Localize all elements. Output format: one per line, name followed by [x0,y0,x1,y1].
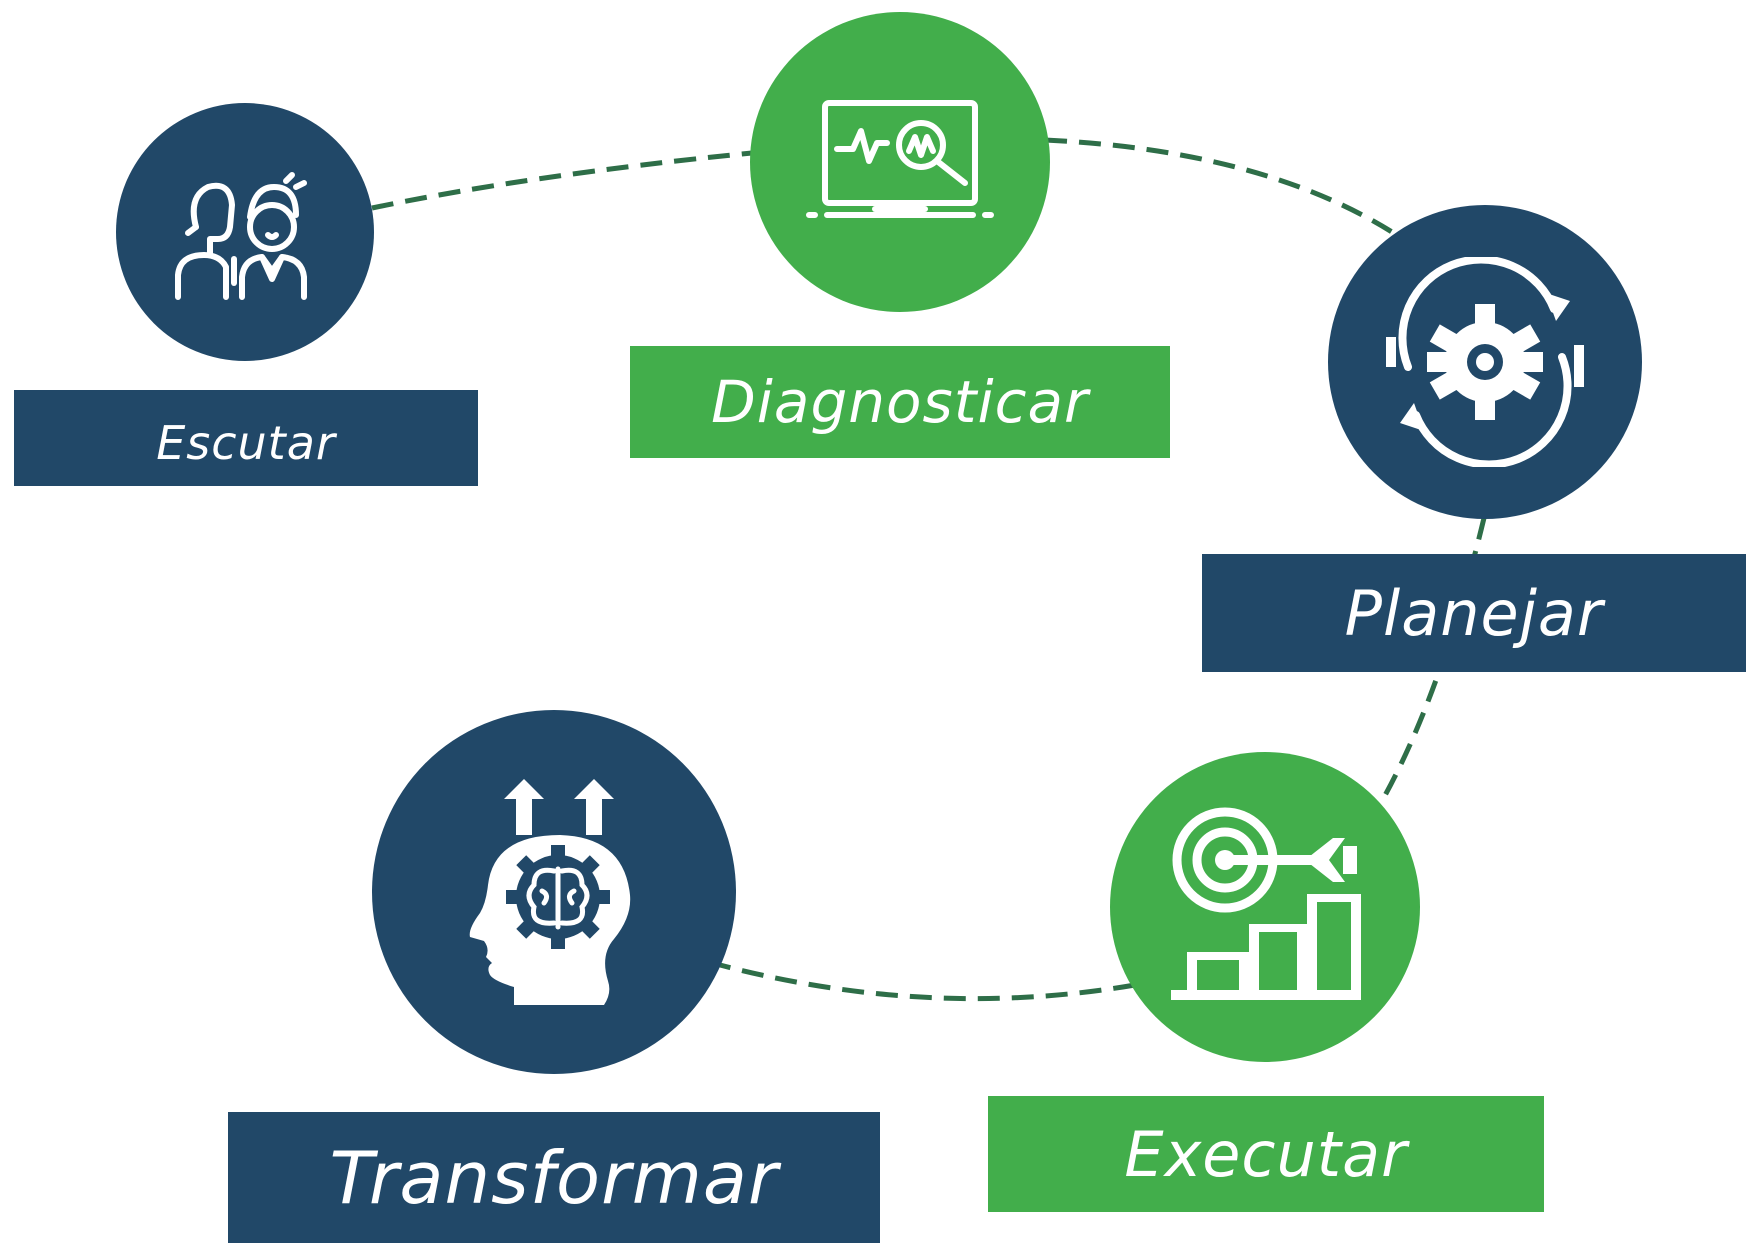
step-diagnosticar-circle [750,12,1050,312]
connector-escutar-diagnosticar [371,150,753,211]
gear-cycle-icon [1386,257,1584,467]
step-planejar-circle [1328,205,1642,519]
step-transformar-circle [372,710,736,1074]
head-brain-growth-icon [469,779,631,1005]
target-arrow-chart-icon [1171,807,1361,1000]
listening-people-icon [175,172,307,300]
step-planejar-label: Planejar [1202,554,1746,672]
step-escutar-circle [116,103,374,361]
step-executar-circle [1110,752,1420,1062]
step-executar-label: Executar [988,1096,1544,1212]
step-escutar-label: Escutar [14,390,478,486]
connector-diagnosticar-planejar [1044,137,1394,235]
step-transformar-label: Transformar [228,1112,880,1243]
connector-executar-transformar [719,962,1136,1002]
laptop-magnifier-analytics-icon [806,100,994,218]
step-diagnosticar-label: Diagnosticar [630,346,1170,458]
